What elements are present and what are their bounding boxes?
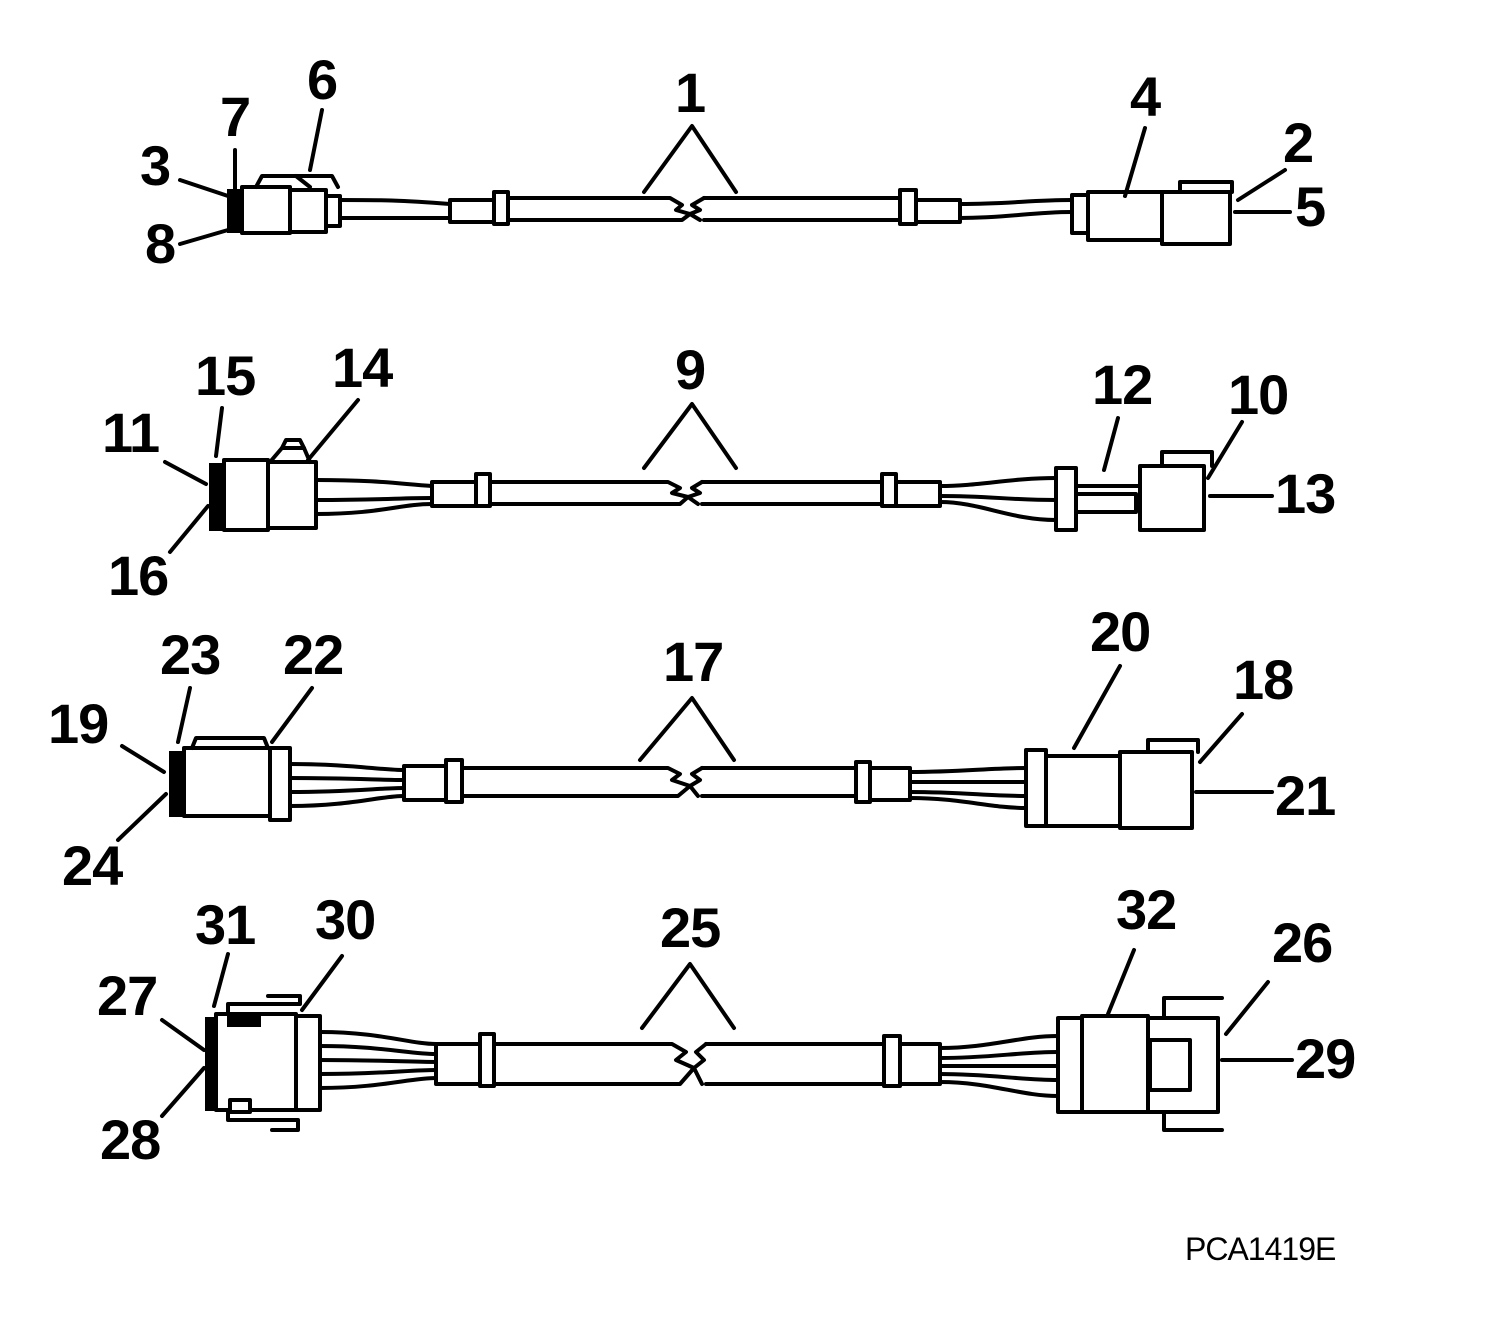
callout-18: 18 (1233, 648, 1294, 711)
callout-24: 24 (62, 834, 123, 897)
callout-25: 25 (660, 896, 721, 959)
callout-14: 14 (332, 336, 393, 399)
harness-17-left-connector (169, 736, 292, 822)
harness-17-leaders (116, 664, 1274, 842)
callout-16: 16 (108, 544, 169, 607)
callout-21: 21 (1275, 764, 1336, 827)
callout-8: 8 (145, 212, 176, 275)
harness-9 (163, 398, 1274, 554)
callout-27: 27 (97, 964, 158, 1027)
harness-1-leaders (178, 108, 1292, 246)
callout-20: 20 (1090, 600, 1151, 663)
harness-17-cable (288, 758, 1028, 810)
callout-10: 10 (1228, 363, 1289, 426)
callout-12: 12 (1092, 353, 1153, 416)
callout-17: 17 (663, 630, 724, 693)
callout-2: 2 (1283, 111, 1314, 174)
harness-1-cable (338, 188, 1074, 226)
harness-25 (160, 948, 1294, 1132)
callout-1: 1 (675, 61, 706, 124)
harness-9-cable (314, 472, 1058, 522)
callout-13: 13 (1275, 462, 1336, 525)
callout-28: 28 (100, 1108, 161, 1171)
callout-22: 22 (283, 623, 344, 686)
callout-3: 3 (140, 134, 171, 197)
callout-26: 26 (1272, 911, 1333, 974)
harness-1-left-connector (227, 174, 342, 235)
callout-23: 23 (160, 623, 221, 686)
figure-code: PCA1419E (1185, 1231, 1336, 1267)
harness-25-right-connector (1056, 996, 1224, 1132)
callout-6: 6 (307, 48, 338, 111)
harness-9-leaders (163, 398, 1274, 554)
callout-31: 31 (195, 893, 256, 956)
callout-30: 30 (315, 888, 376, 951)
callout-15: 15 (195, 344, 256, 407)
harness-25-cable (318, 1030, 1060, 1098)
harness-1-right-connector (1070, 180, 1234, 246)
harness-25-leaders (160, 948, 1294, 1118)
callout-5: 5 (1295, 175, 1326, 238)
callout-32: 32 (1116, 878, 1177, 941)
callout-11: 11 (102, 401, 160, 464)
callout-7: 7 (220, 85, 251, 148)
callout-29: 29 (1295, 1027, 1356, 1090)
callout-19: 19 (48, 692, 109, 755)
harness-9-right-connector (1054, 450, 1214, 532)
callout-4: 4 (1130, 65, 1161, 128)
harness-25-left-connector (205, 994, 322, 1132)
harness-1 (178, 108, 1292, 246)
harness-17-right-connector (1024, 738, 1200, 830)
callout-9: 9 (675, 338, 706, 401)
harness-17 (116, 664, 1274, 842)
harness-9-left-connector (209, 438, 318, 532)
